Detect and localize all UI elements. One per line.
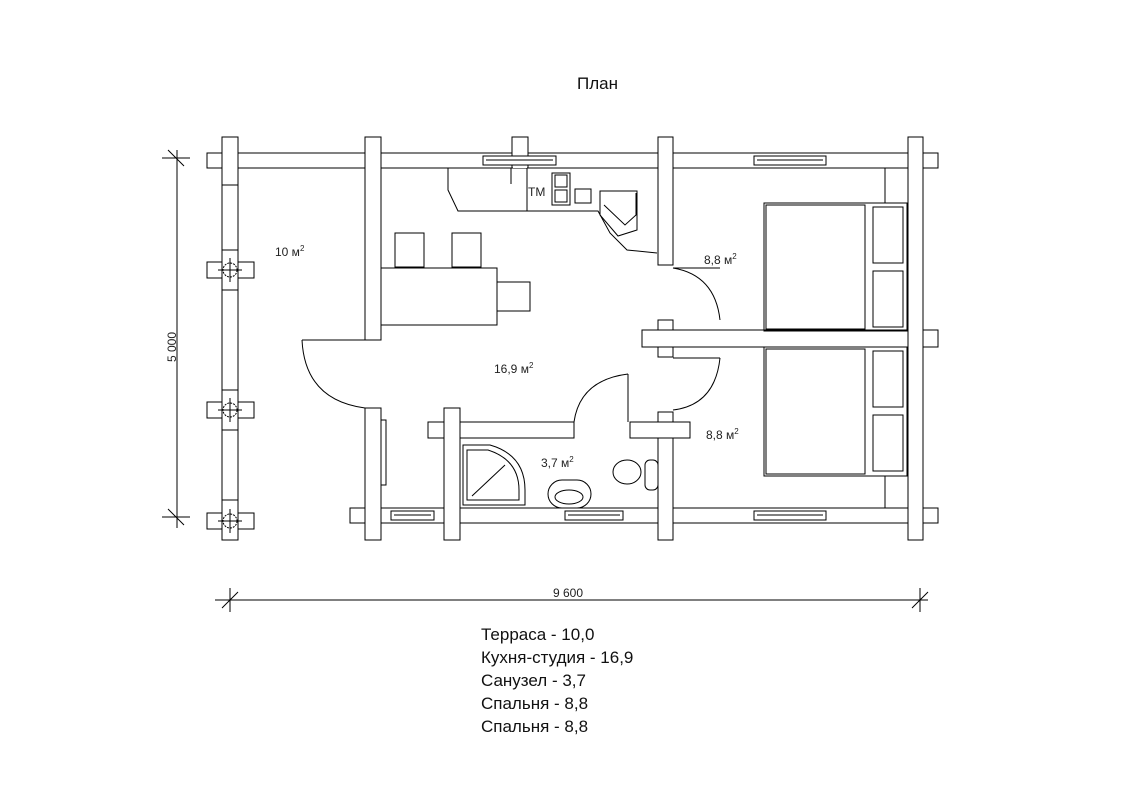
doors [301,267,721,423]
width-dimension: 9 600 [553,586,583,600]
terrace-area: 10 м2 [275,244,305,259]
beds [763,167,909,509]
height-dimension: 5 000 [165,332,179,362]
legend-item: Санузел - 3,7 [481,671,586,690]
room-labels: 10 м2 16,9 м2 3,7 м2 8,8 м2 8,8 м2 [275,244,739,470]
post-markers [218,258,242,533]
bedroom1-area: 8,8 м2 [704,252,737,267]
legend-item: Спальня - 8,8 [481,694,589,713]
dimension-lines: 5 000 9 600 [162,149,929,612]
plan-title: План [577,74,618,93]
bath-area: 3,7 м2 [541,455,574,470]
kitchen-furniture [380,168,658,486]
bath-fixtures [462,444,659,509]
bedroom2-area: 8,8 м2 [706,427,739,442]
kitchen-area: 16,9 м2 [494,361,534,376]
area-legend: Терраса - 10,0 Кухня-студия - 16,9 Сануз… [481,623,633,738]
legend-item: Кухня-студия - 16,9 [481,648,634,667]
legend-item: Спальня - 8,8 [481,717,589,736]
windows [390,155,827,521]
tm-label: ТМ [528,185,545,199]
legend-item: Терраса - 10,0 [481,625,595,644]
